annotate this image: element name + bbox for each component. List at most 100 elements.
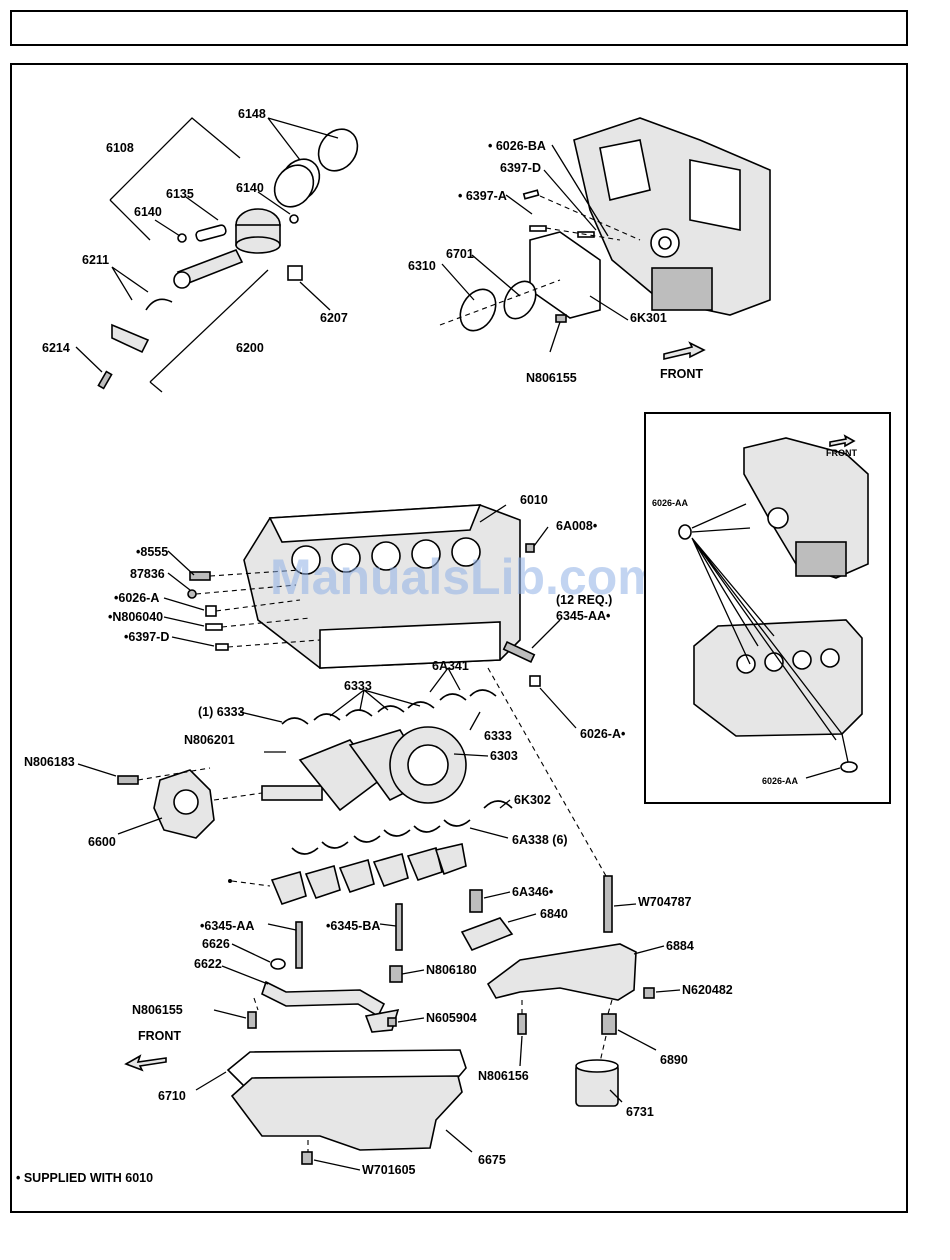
label-6345-aa-left: •6345-AA [200, 919, 254, 933]
rear-engine-group [439, 117, 771, 361]
inset-panel: FRONT 6026-AA 6026-AA [644, 412, 891, 804]
label-6a338: 6A338 (6) [512, 833, 568, 847]
rear-seal-retainer [529, 231, 601, 319]
piston-pin [195, 224, 227, 242]
washer-6626 [270, 958, 286, 970]
label-w704787: W704787 [638, 895, 692, 909]
front-arrow-bottom [124, 1054, 167, 1072]
label-6200: 6200 [236, 341, 264, 355]
rear-seal-6310 [459, 288, 497, 332]
label-6214: 6214 [42, 341, 70, 355]
bolt-n806183 [117, 775, 139, 785]
label-n806156: N806156 [478, 1069, 529, 1083]
label-6211: 6211 [82, 253, 109, 267]
inset-front-label: FRONT [826, 448, 857, 458]
label-6675: 6675 [478, 1153, 506, 1167]
oil-filter-adapter-group [460, 667, 681, 1107]
label-6303: 6303 [490, 749, 518, 763]
main-caps-group [228, 843, 511, 969]
inset-seal-upper [678, 524, 692, 540]
bolt-n806156 [517, 1013, 527, 1035]
label-6600: 6600 [88, 835, 116, 849]
label-front-top: FRONT [660, 367, 703, 381]
drain-plug-w701605 [301, 1151, 313, 1165]
label-n806040: •N806040 [108, 610, 163, 624]
inset-engine-block [693, 619, 863, 737]
label-6207: 6207 [320, 311, 348, 325]
label-n806155-top: N806155 [526, 371, 577, 385]
bolt-n806155-rear [555, 314, 567, 323]
label-n620482: N620482 [682, 983, 733, 997]
oil-pump-group [77, 763, 263, 839]
label-12-req: (12 REQ.) [556, 593, 612, 607]
label-6a008: 6A008• [556, 519, 597, 533]
rod-bearing-upper [145, 298, 173, 311]
label-n806183: N806183 [24, 755, 75, 769]
label-6345-aa-right: 6345-AA• [556, 609, 610, 623]
label-6010: 6010 [520, 493, 548, 507]
label-6333-right: 6333 [484, 729, 512, 743]
engine-block-group [163, 504, 577, 729]
oil-pan-group [124, 1049, 473, 1171]
piston-ring-lower [273, 164, 315, 208]
cap-stud-6a346 [469, 889, 483, 913]
label-6731: 6731 [626, 1105, 654, 1119]
nipple-6890 [601, 1013, 617, 1035]
label-6333-left: (1) 6333 [198, 705, 245, 719]
dowel-6397a [529, 225, 547, 232]
piston-bottom [235, 236, 281, 254]
pin-retainer-right [289, 214, 299, 224]
label-6397-d: 6397-D [500, 161, 541, 175]
label-6701: 6701 [446, 247, 474, 261]
label-6026-a-right: 6026-A• [580, 727, 625, 741]
inset-diagram: FRONT 6026-AA 6026-AA [652, 434, 869, 786]
inset-label-6026aa-upper: 6026-AA [652, 498, 689, 508]
engine-oil-pan-rear [651, 267, 713, 311]
label-n806201: N806201 [184, 733, 235, 747]
stud-n806180 [389, 965, 403, 983]
label-6710: 6710 [158, 1089, 186, 1103]
label-6890: 6890 [660, 1053, 688, 1067]
front-arrow-top [663, 341, 706, 361]
piston-rod-group [75, 117, 359, 393]
stud-w704787 [603, 875, 613, 933]
pin-bushing [287, 265, 303, 281]
label-87836: 87836 [130, 567, 165, 581]
gasket-6840 [460, 917, 514, 952]
bolt-6345ba [395, 903, 403, 951]
nut-n605904 [387, 1017, 397, 1027]
label-6k302: 6K302 [514, 793, 551, 807]
label-6310: 6310 [408, 259, 436, 273]
rear-seal-6701 [503, 280, 537, 320]
inset-label-6026aa-lower: 6026-AA [762, 776, 799, 786]
label-6626: 6626 [202, 937, 230, 951]
label-6333-top: 6333 [344, 679, 372, 693]
oil-pickup-group [213, 943, 425, 1033]
plug-6a008 [525, 543, 535, 553]
pickup-tube-6622 [261, 980, 386, 1018]
label-6148: 6148 [238, 107, 266, 121]
bolt-n806155-pan [247, 1011, 257, 1029]
label-6884: 6884 [666, 939, 694, 953]
dowel-6026ba [522, 189, 540, 200]
stud-n806040 [205, 623, 223, 631]
label-n806155-bottom: N806155 [132, 1003, 183, 1017]
label-6397-d-left: •6397-D [124, 630, 169, 644]
plug-n620482 [643, 987, 655, 999]
oil-pan-6675 [230, 1075, 463, 1151]
filter-adapter-6884 [486, 943, 637, 1001]
piston-ring-upper [317, 128, 359, 172]
label-8555: •8555 [136, 545, 168, 559]
inset-seal-lower [840, 761, 858, 773]
label-6397-a: • 6397-A [458, 189, 507, 203]
label-6k301: 6K301 [630, 311, 667, 325]
label-6345-ba: •6345-BA [326, 919, 380, 933]
label-front-bottom: FRONT [138, 1029, 181, 1043]
rod-big-end [173, 271, 191, 289]
dowel-6026a [205, 605, 217, 617]
footnote-supplied-with: • SUPPLIED WITH 6010 [16, 1171, 153, 1185]
callout-labels: 6148 6108 6135 6140 6140 6211 6214 6200 … [16, 107, 733, 1185]
dowel-6397d-front [215, 643, 229, 651]
label-6622: 6622 [194, 957, 222, 971]
label-6026-ba: • 6026-BA [488, 139, 546, 153]
